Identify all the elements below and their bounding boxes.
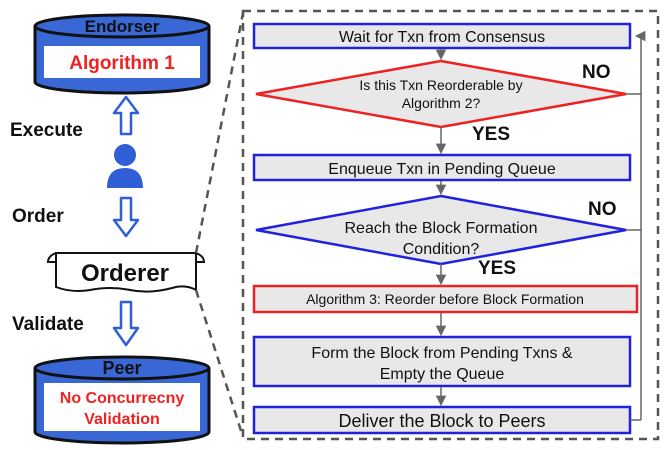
decision-block-formation-line2: Condition? (403, 241, 480, 258)
decision-reorderable-line1: Is this Txn Reorderable by (359, 77, 522, 93)
deliver-label: Deliver the Block to Peers (338, 411, 545, 431)
execute-label: Execute (10, 120, 83, 141)
peer-title: Peer (102, 358, 141, 378)
endorser-title: Endorser (85, 17, 160, 36)
wait-for-txn-box (252, 22, 632, 50)
decision-reorderable-diamond (255, 59, 627, 129)
peer-subtitle-line1: No Concurrecny (60, 390, 185, 407)
orderer-label: Orderer (81, 260, 169, 287)
reorder-label: Algorithm 3: Reorder before Block Format… (306, 291, 584, 307)
no-label-2: NO (588, 199, 617, 220)
deliver-box (252, 405, 632, 435)
form-block-line1: Form the Block from Pending Txns & (311, 345, 572, 362)
person-icon (107, 144, 143, 188)
zoom-line-bottom (194, 289, 245, 438)
wait-for-txn-label: Wait for Txn from Consensus (339, 29, 545, 46)
down-arrow-icon (112, 196, 140, 238)
decision-block-formation-line1: Reach the Block Formation (345, 220, 538, 237)
zoom-line-top (194, 12, 245, 254)
reorder-box (252, 284, 639, 314)
order-label: Order (12, 206, 64, 227)
peer-cylinder: Peer No Concurrecny Validation (33, 355, 211, 445)
endorser-label-box (44, 46, 200, 78)
endorser-cylinder: Endorser Algorithm 1 (33, 13, 211, 95)
peer-subtitle-line2: Validation (84, 411, 160, 428)
no-label-1: NO (582, 62, 611, 83)
yes-label-1: YES (472, 124, 510, 145)
yes-label-2: YES (478, 258, 516, 279)
form-block-box (252, 335, 632, 388)
endorser-algorithm-label: Algorithm 1 (69, 53, 175, 74)
down-arrow-icon-2 (112, 300, 140, 347)
flowchart-panel (241, 9, 660, 441)
form-block-line2: Empty the Queue (380, 366, 505, 383)
decision-reorderable-line2: Algorithm 2? (402, 95, 481, 111)
peer-label-box (44, 383, 200, 431)
validate-label: Validate (12, 314, 84, 335)
up-arrow-icon (112, 95, 140, 136)
enqueue-label: Enqueue Txn in Pending Queue (328, 161, 556, 178)
scroll-icon (46, 252, 206, 293)
enqueue-box (252, 153, 632, 182)
